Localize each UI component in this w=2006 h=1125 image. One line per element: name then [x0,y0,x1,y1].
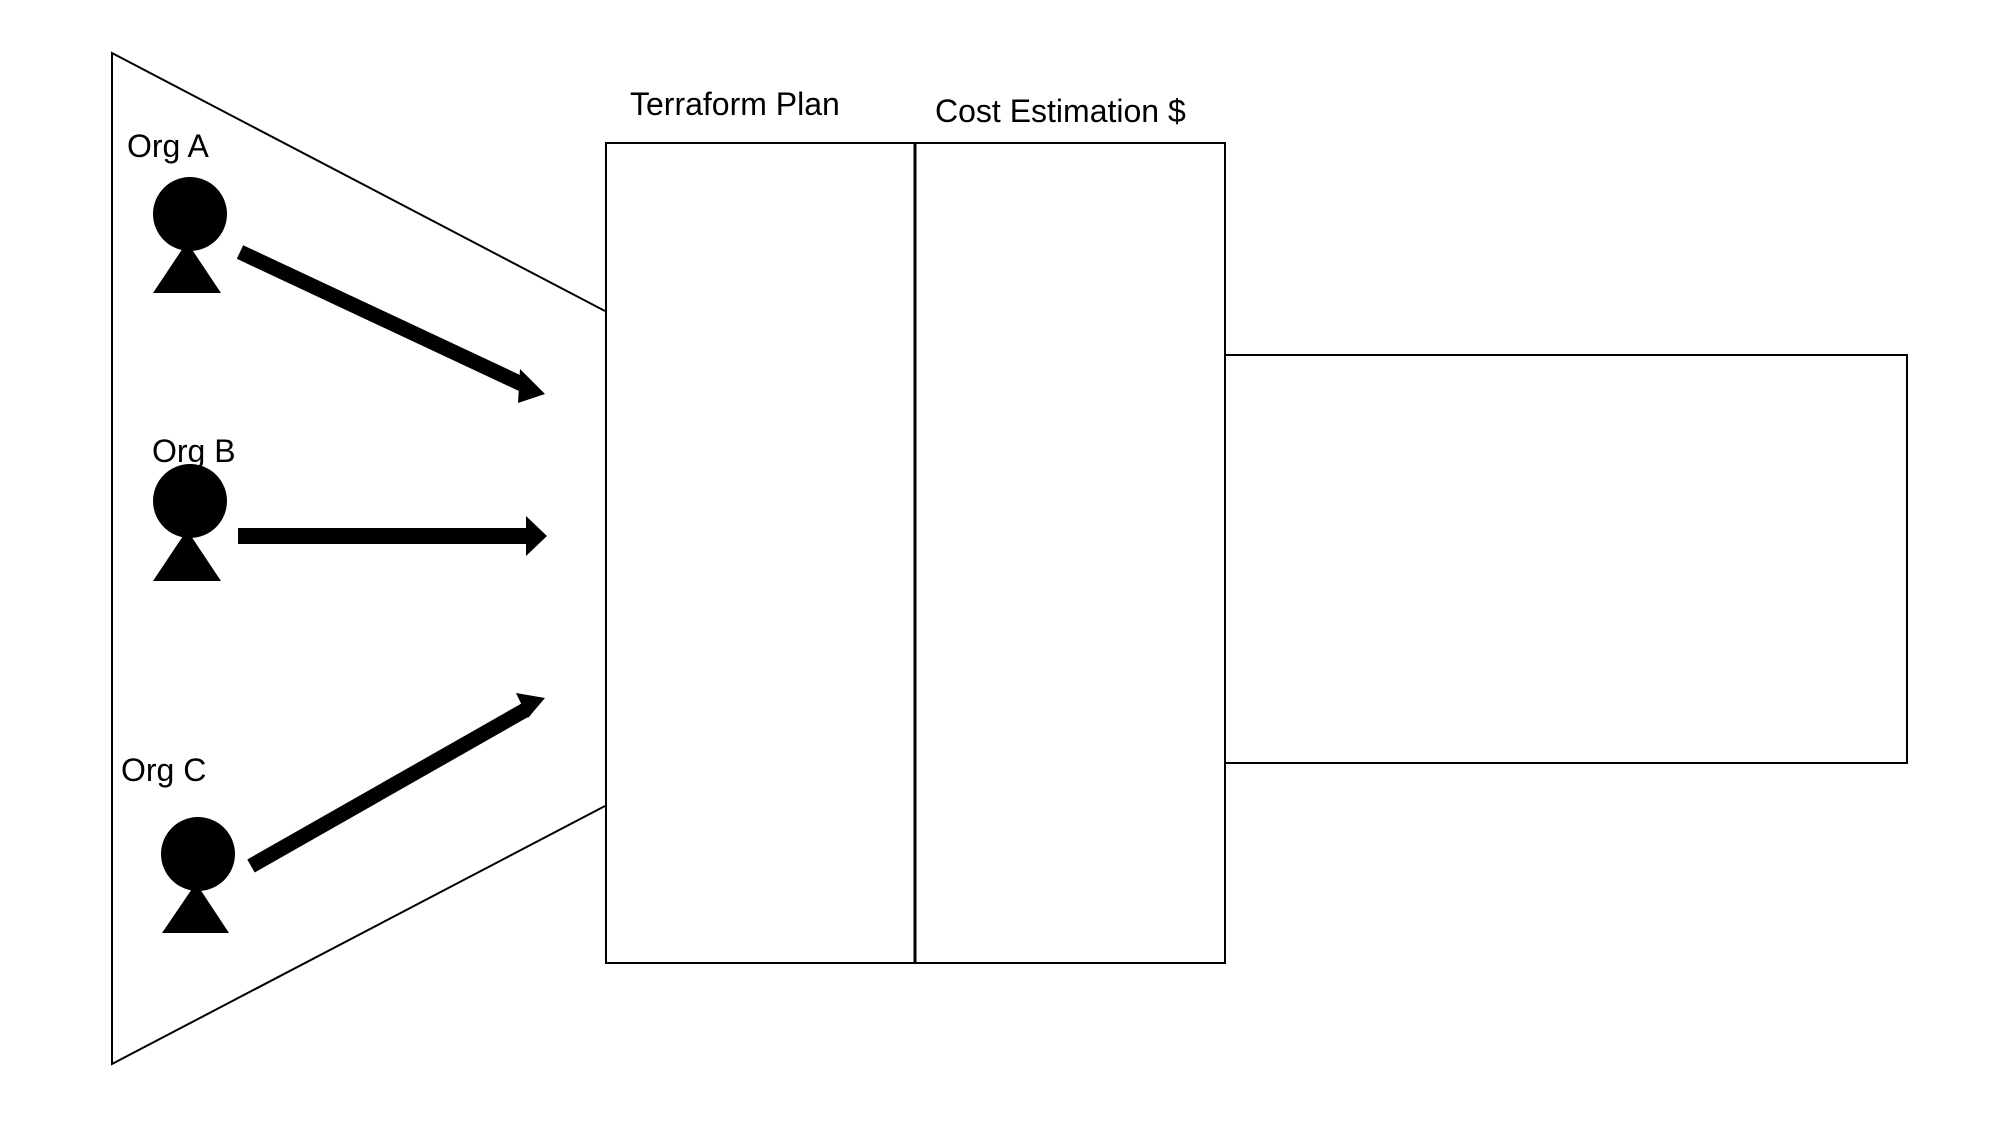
terraform-plan-label: Terraform Plan [630,86,840,122]
person-icon [161,817,235,933]
org-a-arrow [236,245,545,403]
cost-estimation-label: Cost Estimation $ [935,93,1186,129]
funnel-shape [111,51,606,1066]
org-c-arrow [247,693,545,873]
org-a-label: Org A [127,128,209,164]
output-box [1224,354,1908,764]
person-icon [153,177,227,293]
org-b-label: Org B [152,433,236,469]
person-icon [153,464,227,581]
org-b-arrow [238,516,547,556]
org-c-label: Org C [121,752,206,788]
